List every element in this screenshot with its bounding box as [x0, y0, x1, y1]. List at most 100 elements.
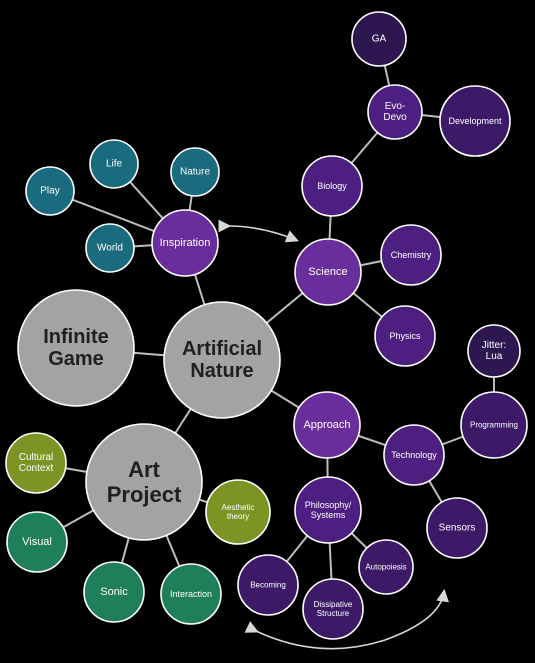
node-label-nature: Nature	[180, 167, 210, 178]
node-circle-physics	[374, 305, 436, 367]
node-circle-visual	[6, 511, 68, 573]
node-label-evo-devo: Devo	[383, 112, 407, 123]
node-ga: GA	[351, 11, 407, 67]
node-circle-science	[294, 238, 362, 306]
node-label-artificial-nature: Artificial	[182, 338, 262, 360]
node-label-philosophy: Systems	[311, 510, 346, 520]
node-technology: Technology	[383, 424, 445, 486]
node-label-philosophy: Philosophy/	[305, 500, 352, 510]
node-autopoiesis: Autopoiesis	[358, 539, 414, 595]
node-interaction: Interaction	[160, 563, 222, 625]
node-philosophy: Philosophy/Systems	[294, 476, 362, 544]
node-label-jitter-lua: Jitter:	[482, 340, 506, 351]
node-circle-cultural-context	[5, 432, 67, 494]
node-label-sensors: Sensors	[439, 523, 476, 534]
node-label-play: Play	[40, 186, 59, 197]
node-programming: Programming	[460, 391, 528, 459]
node-becoming: Becoming	[237, 554, 299, 616]
node-circle-sonic	[83, 561, 145, 623]
node-label-approach: Approach	[303, 419, 350, 431]
node-jitter-lua: Jitter:Lua	[467, 324, 521, 378]
node-chemistry: Chemistry	[380, 224, 442, 286]
node-label-cultural-context: Context	[19, 463, 54, 474]
node-circle-biology	[301, 155, 363, 217]
node-label-infinite-game: Game	[48, 348, 104, 370]
node-circle-technology	[383, 424, 445, 486]
node-circle-philosophy	[294, 476, 362, 544]
node-approach: Approach	[293, 391, 361, 459]
node-label-artificial-nature: Nature	[190, 360, 253, 382]
node-label-dissipative: Structure	[317, 609, 350, 618]
node-science: Science	[294, 238, 362, 306]
node-biology: Biology	[301, 155, 363, 217]
node-circle-world	[85, 223, 135, 273]
node-play: Play	[25, 166, 75, 216]
node-life: Life	[89, 139, 139, 189]
node-circle-dissipative	[302, 578, 364, 640]
node-label-art-project: Project	[107, 482, 182, 507]
node-visual: Visual	[6, 511, 68, 573]
node-evo-devo: Evo-Devo	[367, 84, 423, 140]
node-circle-chemistry	[380, 224, 442, 286]
node-label-visual: Visual	[22, 536, 52, 548]
node-circle-development	[439, 85, 511, 157]
node-label-dissipative: Dissipative	[314, 600, 353, 609]
node-circle-programming	[460, 391, 528, 459]
node-circle-jitter-lua	[467, 324, 521, 378]
node-label-autopoiesis: Autopoiesis	[365, 563, 406, 572]
node-physics: Physics	[374, 305, 436, 367]
arrow-inspiration-science	[218, 219, 299, 243]
node-label-evo-devo: Evo-	[385, 101, 406, 112]
node-circle-sensors	[426, 497, 488, 559]
node-development: Development	[439, 85, 511, 157]
node-circle-play	[25, 166, 75, 216]
node-label-jitter-lua: Lua	[486, 351, 503, 362]
node-label-development: Development	[448, 116, 502, 126]
node-label-interaction: Interaction	[170, 589, 212, 599]
node-circle-aesthetic-theory	[205, 479, 271, 545]
arrow-philosophy-loop	[244, 588, 449, 650]
node-label-infinite-game: Infinite	[43, 326, 109, 348]
node-circle-approach	[293, 391, 361, 459]
node-circle-inspiration	[151, 209, 219, 277]
node-sensors: Sensors	[426, 497, 488, 559]
node-circle-nature	[170, 147, 220, 197]
node-label-ga: GA	[372, 34, 387, 45]
node-label-technology: Technology	[391, 450, 437, 460]
node-label-programming: Programming	[470, 421, 518, 430]
node-label-becoming: Becoming	[250, 581, 286, 590]
node-circle-infinite-game	[17, 289, 135, 407]
node-label-biology: Biology	[317, 181, 347, 191]
node-label-aesthetic-theory: Aesthetic	[222, 503, 255, 512]
node-label-chemistry: Chemistry	[391, 250, 432, 260]
node-circle-life	[89, 139, 139, 189]
node-world: World	[85, 223, 135, 273]
node-label-cultural-context: Cultural	[19, 452, 53, 463]
node-label-aesthetic-theory: theory	[227, 512, 249, 521]
node-label-physics: Physics	[389, 331, 421, 341]
arrows-layer	[218, 219, 449, 650]
node-circle-becoming	[237, 554, 299, 616]
node-circle-art-project	[85, 423, 203, 541]
node-label-science: Science	[308, 266, 347, 278]
node-circle-evo-devo	[367, 84, 423, 140]
node-label-art-project: Art	[128, 457, 160, 482]
node-label-world: World	[97, 243, 123, 254]
node-circle-artificial-nature	[163, 301, 281, 419]
node-label-life: Life	[106, 159, 123, 170]
node-sonic: Sonic	[83, 561, 145, 623]
node-label-inspiration: Inspiration	[160, 237, 211, 249]
node-circle-autopoiesis	[358, 539, 414, 595]
node-inspiration: Inspiration	[151, 209, 219, 277]
node-circle-interaction	[160, 563, 222, 625]
node-circle-ga	[351, 11, 407, 67]
node-nature: Nature	[170, 147, 220, 197]
